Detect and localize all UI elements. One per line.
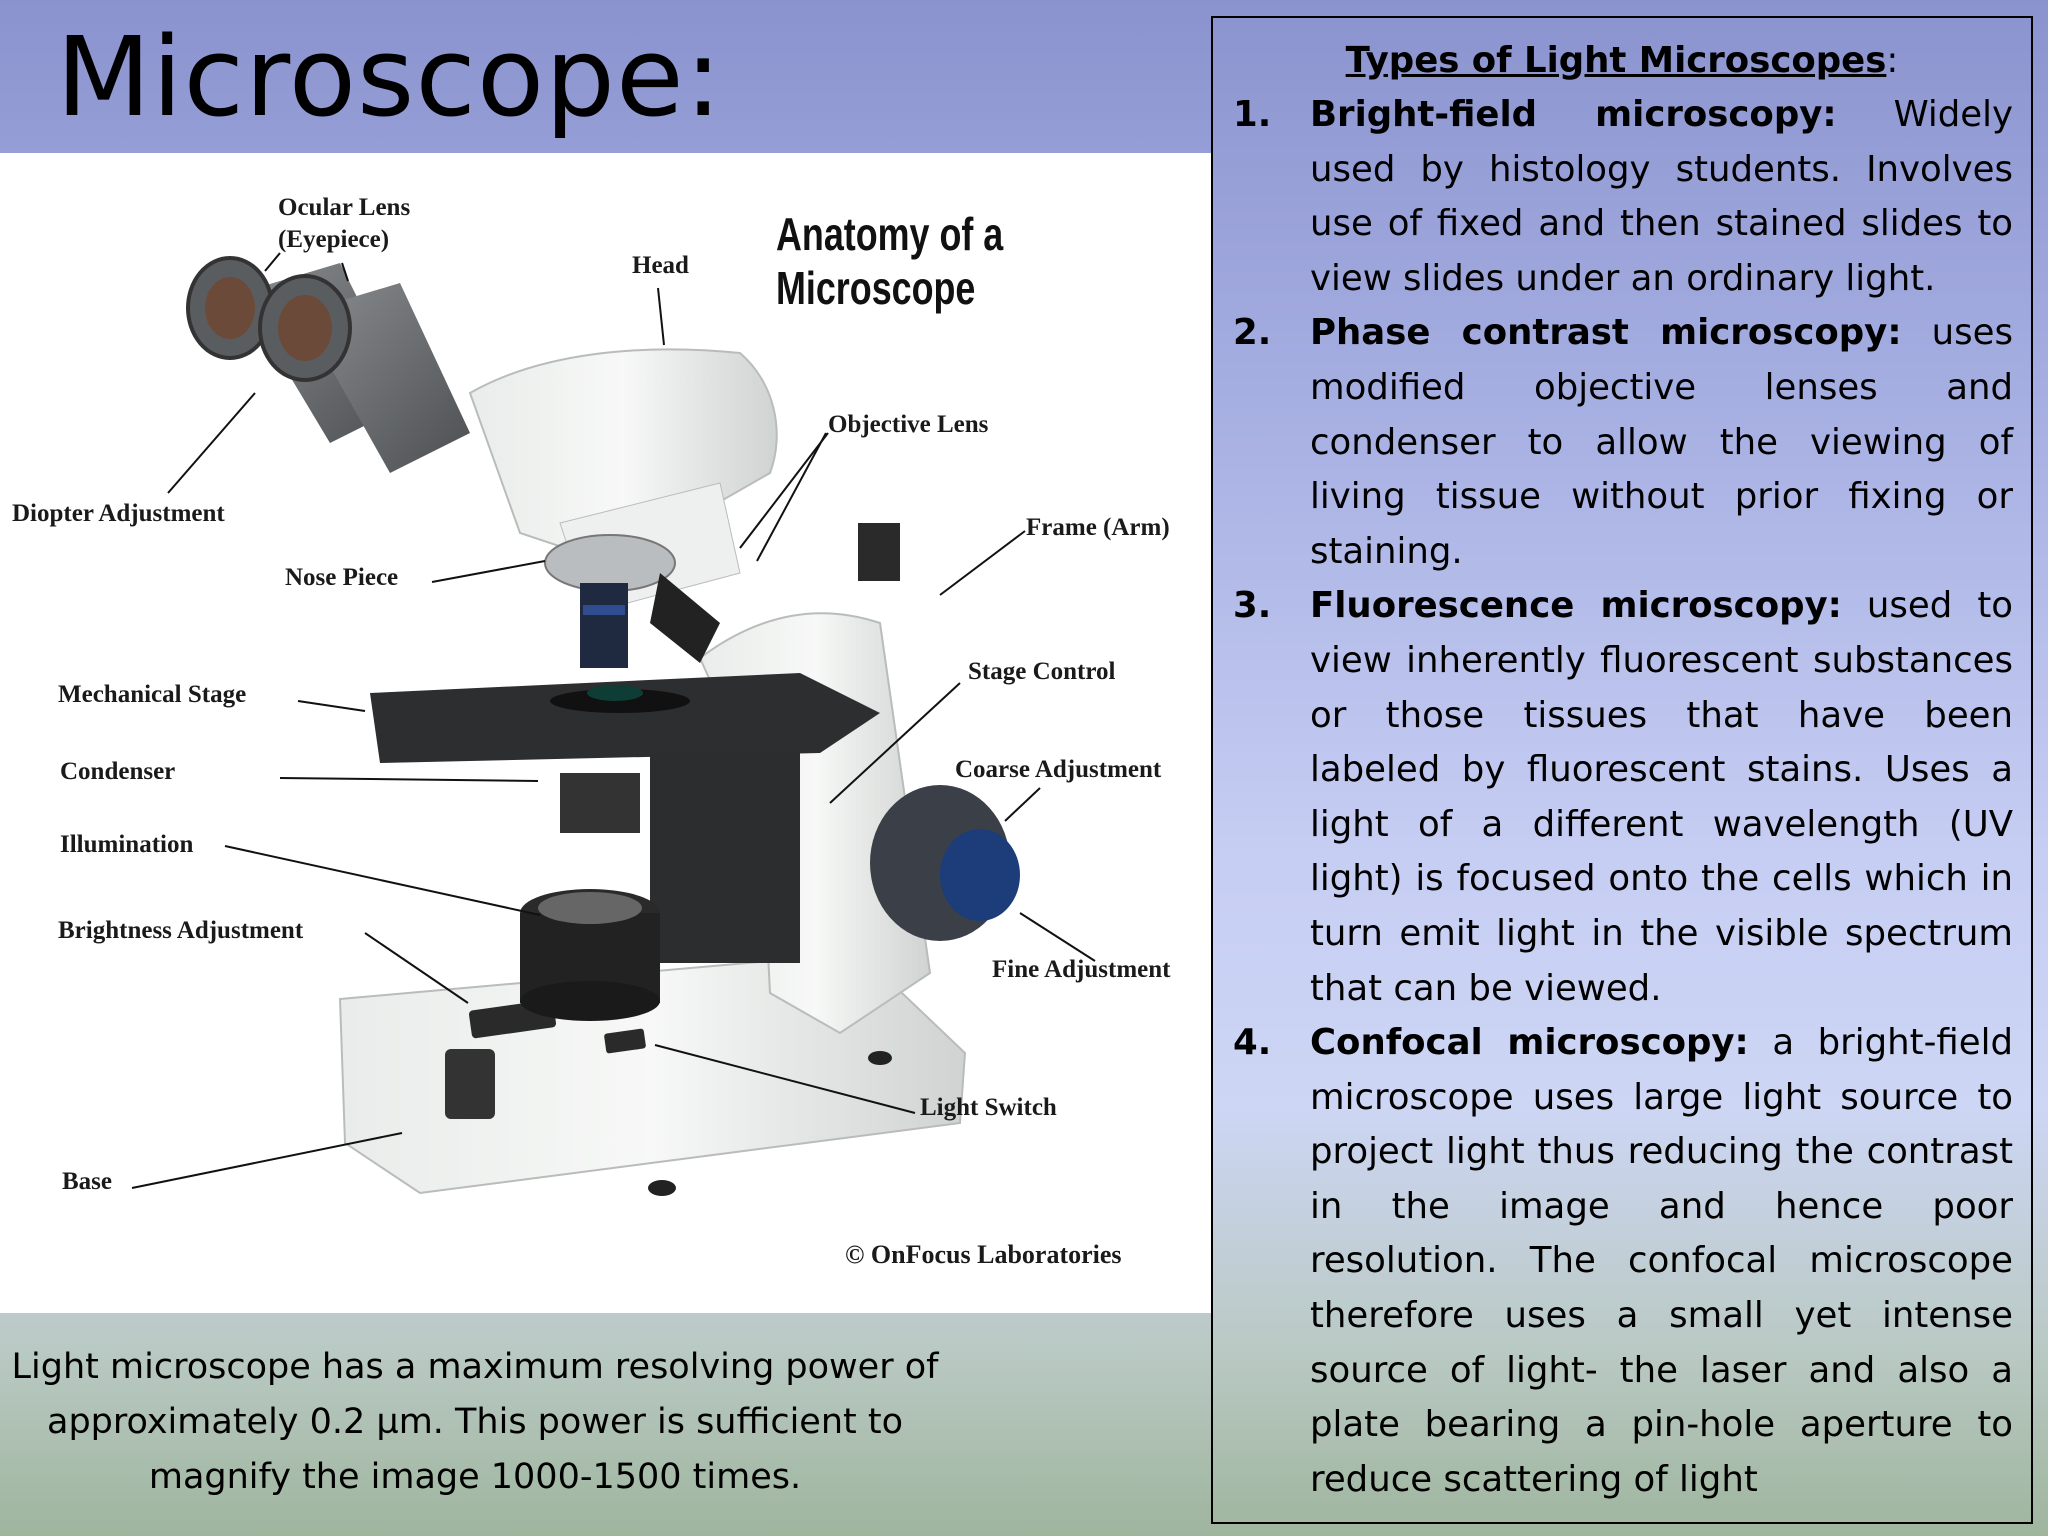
type-item-text: Bright-field microscopy: Widely used by … (1310, 88, 2013, 306)
label-ocular-lens: Ocular Lens (278, 194, 411, 221)
type-item-term: Fluorescence microscopy: (1310, 585, 1842, 627)
type-item-description: used to view inherently fluorescent subs… (1310, 585, 2013, 1009)
label-condenser: Condenser (60, 758, 176, 785)
label-stage-control: Stage Control (968, 658, 1116, 685)
label-base: Base (62, 1168, 112, 1195)
microscope-illustration (131, 252, 1096, 1196)
types-heading-colon: : (1886, 40, 1899, 81)
label-diopter-adjustment: Diopter Adjustment (12, 500, 225, 527)
label-brightness-adjustment: Brightness Adjustment (58, 917, 304, 944)
figure-title: Anatomy of a Microscope (776, 208, 1004, 314)
label-eyepiece: (Eyepiece) (278, 226, 390, 253)
type-item-description: a bright-field microscope uses large lig… (1310, 1022, 2013, 1500)
types-heading-text: Types of Light Microscopes (1345, 40, 1887, 81)
type-item-text: Confocal microscopy: a bright-field micr… (1310, 1016, 2013, 1507)
types-heading: Types of Light Microscopes: (1213, 34, 2031, 88)
label-fine-adjustment: Fine Adjustment (992, 956, 1171, 983)
microscope-diagram: Anatomy of a Microscope Ocular Lens (Eye… (0, 153, 1212, 1313)
label-nose-piece: Nose Piece (285, 564, 399, 591)
label-light-switch: Light Switch (920, 1094, 1057, 1121)
figure-copyright: © OnFocus Laboratories (845, 1240, 1122, 1269)
label-frame-arm: Frame (Arm) (1026, 514, 1170, 541)
type-item-text: Fluorescence microscopy: used to view in… (1310, 579, 2013, 1016)
type-item: 2. Phase contrast microscopy: uses modif… (1213, 306, 2031, 579)
type-item-description: Widely used by histology students. Invol… (1310, 94, 2013, 299)
resolving-power-caption: Light microscope has a maximum resolving… (11, 1347, 939, 1497)
label-mechanical-stage: Mechanical Stage (58, 681, 247, 708)
label-illumination: Illumination (60, 831, 194, 858)
label-objective-lens: Objective Lens (828, 411, 989, 438)
type-item-term: Bright-field microscopy: (1310, 94, 1837, 135)
type-item-text: Phase contrast microscopy: uses modified… (1310, 306, 2013, 579)
type-item-description: uses modified objective lenses and conde… (1310, 312, 2013, 572)
label-head: Head (632, 252, 689, 279)
slide-title: Microscope: (56, 13, 723, 141)
label-coarse-adjustment: Coarse Adjustment (955, 756, 1162, 783)
type-item-number: 2. (1233, 312, 1272, 354)
type-item-number: 3. (1233, 585, 1272, 627)
type-item-term: Phase contrast microscopy: (1310, 312, 1902, 354)
type-item: 4. Confocal microscopy: a bright-field m… (1213, 1016, 2031, 1507)
type-item: 3. Fluorescence microscopy: used to view… (1213, 579, 2031, 1016)
types-of-light-microscopes-box: Types of Light Microscopes: 1. Bright-fi… (1211, 16, 2033, 1524)
type-item-number: 1. (1233, 94, 1272, 135)
type-item-term: Confocal microscopy: (1310, 1022, 1749, 1064)
type-item: 1. Bright-field microscopy: Widely used … (1213, 88, 2031, 306)
type-item-number: 4. (1233, 1022, 1272, 1064)
